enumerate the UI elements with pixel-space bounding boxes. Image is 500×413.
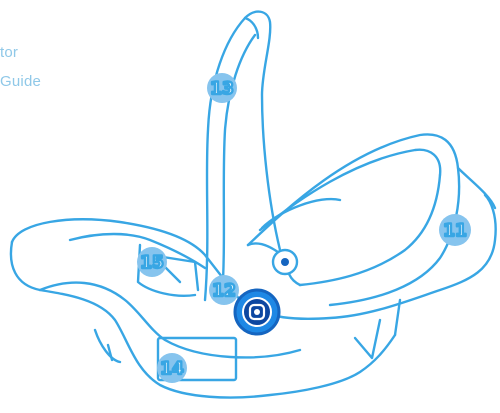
callout-12-label: 12 <box>212 281 236 301</box>
pivot-knob-icon[interactable] <box>273 250 297 274</box>
callout-11-label: 11 <box>443 221 467 241</box>
callout-11: 11 <box>439 214 471 246</box>
callout-13-label: 13 <box>210 79 234 99</box>
callout-14: 14 <box>157 353 187 383</box>
callout-12: 12 <box>209 275 239 305</box>
callout-14-label: 14 <box>160 359 184 379</box>
callout-13: 13 <box>207 73 237 103</box>
adjust-button-icon[interactable] <box>235 290 279 334</box>
callout-15-label: 15 <box>140 253 164 273</box>
carry-handle <box>205 12 280 300</box>
callout-15: 15 <box>137 247 167 277</box>
